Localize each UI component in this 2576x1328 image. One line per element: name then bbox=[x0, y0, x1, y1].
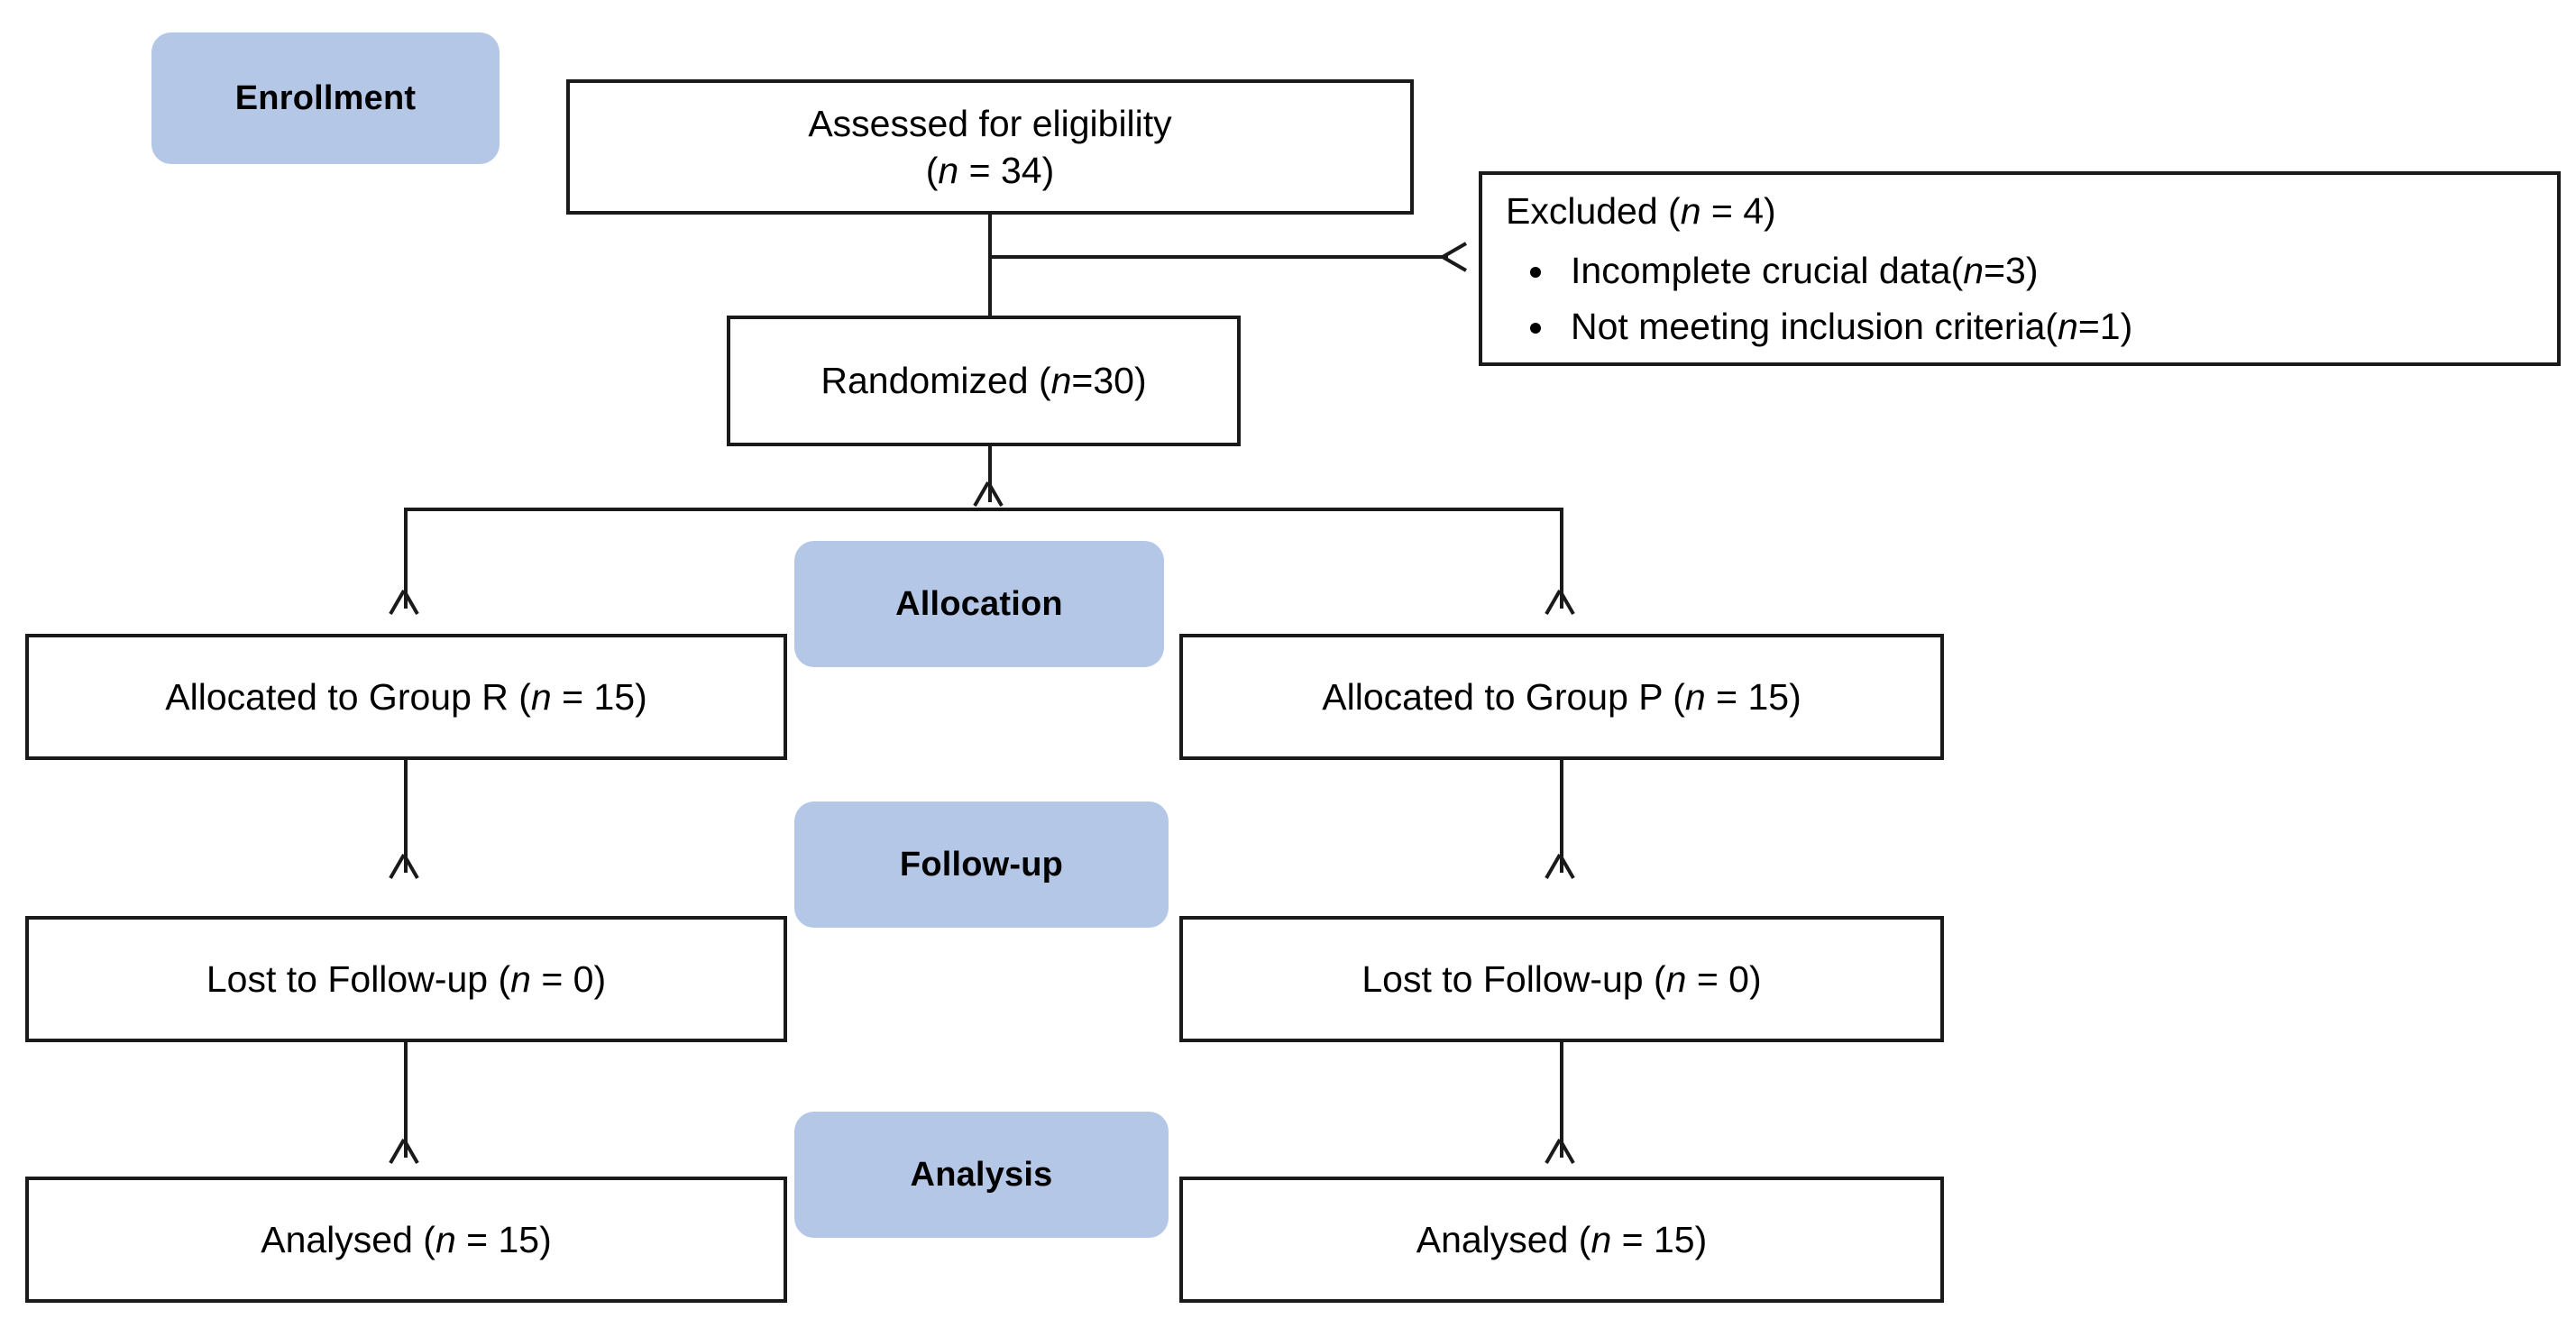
box-excluded: Excluded (n = 4) Incomplete crucial data… bbox=[1479, 171, 2561, 366]
box-lost-to-followup-p: Lost to Follow-up (n = 0) bbox=[1179, 916, 1944, 1042]
box-lost-p-n: n bbox=[1665, 957, 1687, 1000]
box-lost-r-text: Lost to Follow-up (n = 0) bbox=[194, 956, 619, 1003]
box-analysed-p-post: = 15) bbox=[1611, 1218, 1708, 1260]
excluded-reason-item: Incomplete crucial data(n=3) bbox=[1558, 243, 2132, 299]
box-lost-r-pre: Lost to Follow-up ( bbox=[206, 957, 511, 1000]
connector-assessed-to-excluded bbox=[988, 255, 1448, 259]
arrow-head-randomized-down bbox=[973, 482, 1004, 506]
box-lost-to-followup-r: Lost to Follow-up (n = 0) bbox=[25, 916, 787, 1042]
stage-label-analysis: Analysis bbox=[794, 1112, 1169, 1238]
box-analysed-r-pre: Analysed ( bbox=[261, 1218, 435, 1260]
box-analysed-r: Analysed (n = 15) bbox=[25, 1177, 787, 1303]
arrow-head-analysed-p bbox=[1545, 1140, 1575, 1163]
excluded-reason-1-post: =3) bbox=[1984, 250, 2039, 292]
arrow-head-split-right bbox=[1545, 591, 1575, 614]
connector-split-bar bbox=[404, 508, 1563, 511]
box-randomized-post: =30) bbox=[1071, 360, 1147, 402]
excluded-reason-2-n: n bbox=[2058, 305, 2078, 347]
box-excluded-heading-post: = 4) bbox=[1701, 190, 1776, 232]
box-excluded-heading-n: n bbox=[1680, 190, 1701, 232]
box-analysed-r-n: n bbox=[435, 1218, 456, 1260]
box-allocated-group-p: Allocated to Group P (n = 15) bbox=[1179, 634, 1944, 760]
arrow-head-lost-r bbox=[389, 855, 419, 878]
connector-allocated-p-to-lost-p bbox=[1560, 760, 1563, 873]
excluded-reason-1-n: n bbox=[1963, 250, 1985, 292]
arrow-head-lost-p bbox=[1545, 855, 1575, 878]
excluded-reason-2-post: =1) bbox=[2077, 305, 2133, 347]
excluded-reason-1-pre: Incomplete crucial data( bbox=[1571, 250, 1964, 292]
connector-randomized-down bbox=[988, 446, 992, 502]
box-allocated-r-text: Allocated to Group R (n = 15) bbox=[152, 673, 659, 720]
stage-label-followup: Follow-up bbox=[794, 801, 1169, 928]
stage-label-allocation-text: Allocation bbox=[895, 584, 1063, 623]
arrow-head-split-left bbox=[389, 591, 419, 614]
stage-label-enrollment: Enrollment bbox=[151, 32, 500, 164]
box-assessed-line2-pre: ( bbox=[925, 150, 939, 191]
box-lost-p-pre: Lost to Follow-up ( bbox=[1361, 957, 1666, 1000]
box-allocated-p-pre: Allocated to Group P ( bbox=[1322, 675, 1685, 718]
box-analysed-p-pre: Analysed ( bbox=[1416, 1218, 1591, 1260]
box-excluded-heading-pre: Excluded ( bbox=[1506, 190, 1681, 232]
box-randomized-pre: Randomized ( bbox=[820, 360, 1051, 402]
box-lost-p-text: Lost to Follow-up (n = 0) bbox=[1349, 956, 1774, 1003]
excluded-reasons-list: Incomplete crucial data(n=3) Not meeting… bbox=[1506, 243, 2132, 354]
box-analysed-p-n: n bbox=[1591, 1218, 1612, 1260]
excluded-reason-2-pre: Not meeting inclusion criteria( bbox=[1571, 305, 2058, 347]
connector-assessed-to-randomized bbox=[988, 215, 992, 352]
connector-allocated-r-to-lost-r bbox=[404, 760, 408, 873]
box-assessed-line2-n: n bbox=[938, 150, 959, 191]
box-assessed-text: Assessed for eligibility (n = 34) bbox=[795, 100, 1184, 195]
arrow-head-to-excluded bbox=[1443, 242, 1466, 272]
box-excluded-text: Excluded (n = 4) Incomplete crucial data… bbox=[1482, 175, 2149, 354]
box-allocated-r-post: = 15) bbox=[551, 675, 647, 718]
connector-lost-p-to-analysed-p bbox=[1560, 1042, 1563, 1158]
connector-split-right bbox=[1560, 508, 1563, 609]
box-lost-r-post: = 0) bbox=[530, 957, 607, 1000]
box-analysed-r-text: Analysed (n = 15) bbox=[248, 1216, 564, 1263]
box-allocated-p-post: = 15) bbox=[1705, 675, 1801, 718]
box-lost-r-n: n bbox=[510, 957, 531, 1000]
connector-lost-r-to-analysed-r bbox=[404, 1042, 408, 1158]
box-assessed-line1: Assessed for eligibility bbox=[808, 102, 1172, 144]
box-allocated-p-text: Allocated to Group P (n = 15) bbox=[1309, 673, 1813, 720]
arrow-head-analysed-r bbox=[389, 1140, 419, 1163]
box-allocated-r-pre: Allocated to Group R ( bbox=[165, 675, 531, 718]
box-analysed-p: Analysed (n = 15) bbox=[1179, 1177, 1944, 1303]
box-allocated-group-r: Allocated to Group R (n = 15) bbox=[25, 634, 787, 760]
box-randomized: Randomized (n=30) bbox=[727, 316, 1241, 446]
stage-label-followup-text: Follow-up bbox=[899, 845, 1064, 884]
box-randomized-n: n bbox=[1050, 360, 1072, 402]
box-analysed-p-text: Analysed (n = 15) bbox=[1404, 1216, 1720, 1263]
box-randomized-text: Randomized (n=30) bbox=[808, 357, 1159, 404]
stage-label-enrollment-text: Enrollment bbox=[234, 78, 417, 117]
stage-label-analysis-text: Analysis bbox=[910, 1155, 1053, 1194]
box-allocated-p-n: n bbox=[1684, 675, 1706, 718]
box-assessed-line2-post: = 34) bbox=[958, 150, 1055, 191]
box-analysed-r-post: = 15) bbox=[455, 1218, 552, 1260]
excluded-reason-item: Not meeting inclusion criteria(n=1) bbox=[1558, 299, 2132, 355]
box-lost-p-post: = 0) bbox=[1686, 957, 1762, 1000]
stage-label-allocation: Allocation bbox=[794, 541, 1164, 667]
connector-split-left bbox=[404, 508, 408, 609]
box-assessed-for-eligibility: Assessed for eligibility (n = 34) bbox=[566, 79, 1414, 215]
box-allocated-r-n: n bbox=[530, 675, 552, 718]
